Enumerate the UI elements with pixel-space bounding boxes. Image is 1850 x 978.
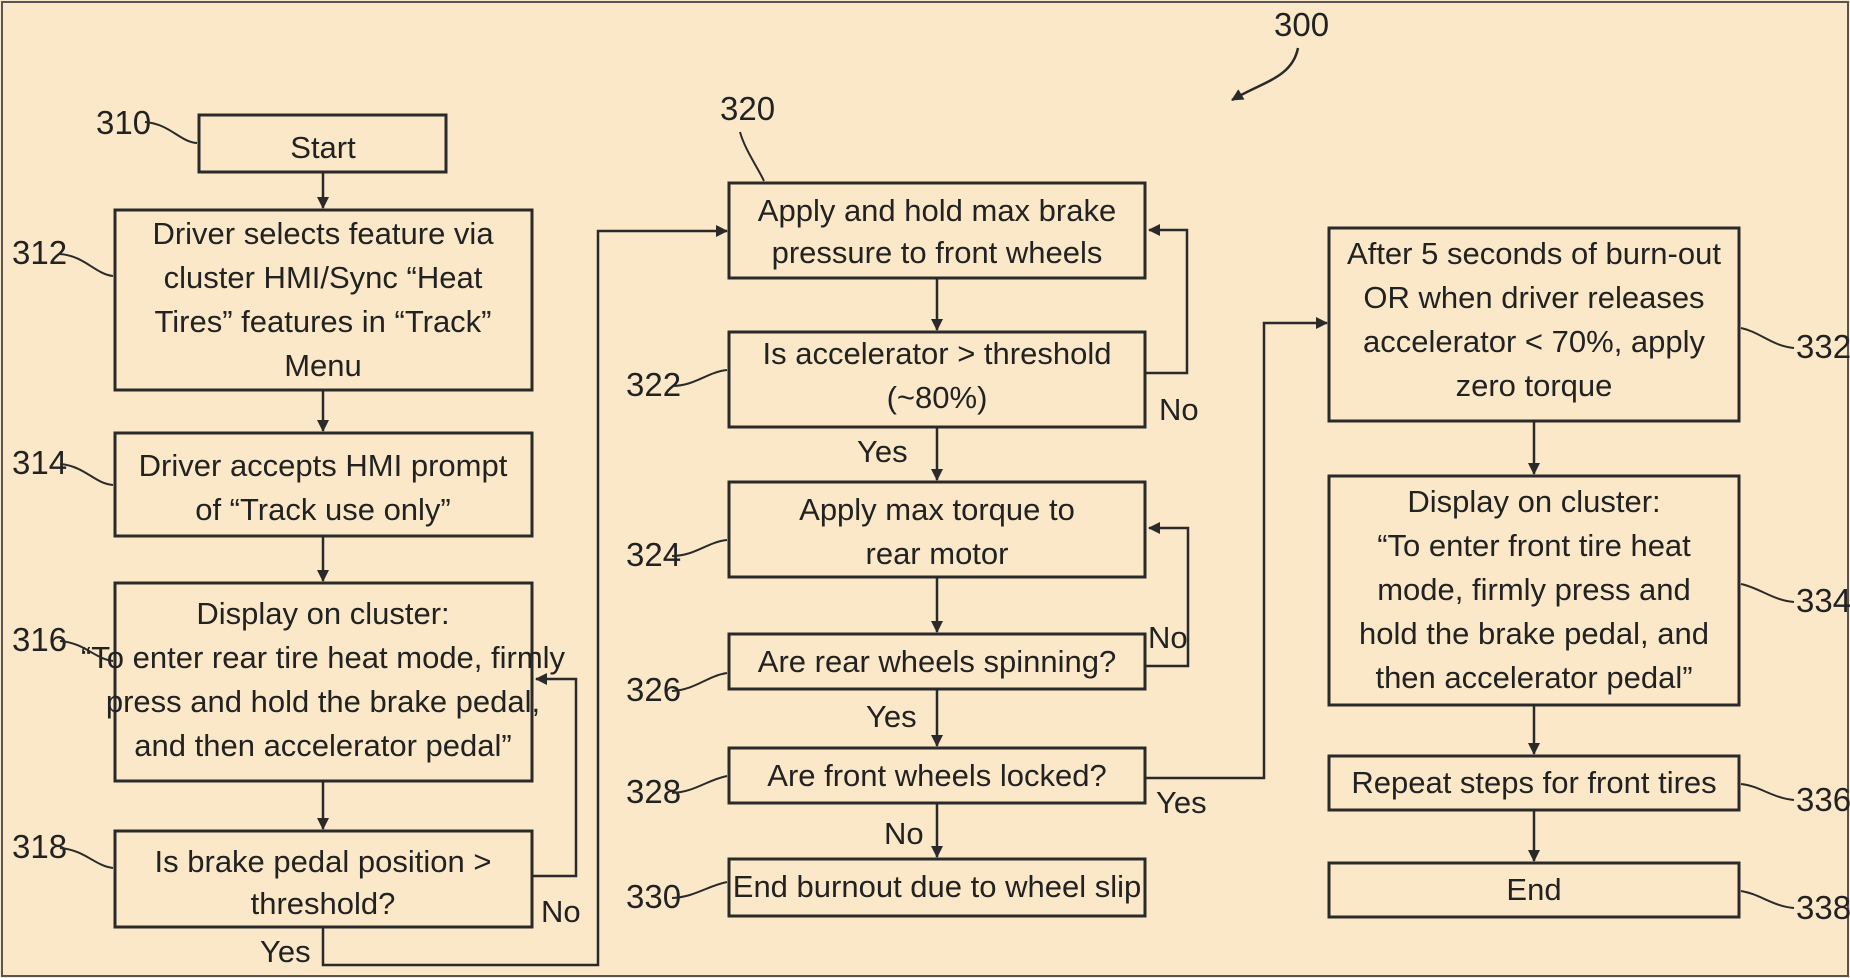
ref-324: 324 <box>626 536 681 573</box>
ref-316: 316 <box>12 621 67 658</box>
label-rear-spin-no: No <box>1148 620 1188 655</box>
leader-324 <box>671 539 728 557</box>
leader-318 <box>59 847 114 869</box>
ref-332: 332 <box>1796 328 1850 365</box>
after-5s-text-1: After 5 seconds of burn-out <box>1347 236 1721 271</box>
ref-318: 318 <box>12 828 67 865</box>
label-brake-yes: Yes <box>260 934 311 969</box>
leader-310 <box>144 121 198 144</box>
brake-question-text-1: Is brake pedal position > <box>155 844 492 879</box>
apply-brake-text-2: pressure to front wheels <box>772 235 1103 270</box>
apply-brake-text-1: Apply and hold max brake <box>758 193 1116 228</box>
leader-334 <box>1740 583 1795 603</box>
select-feature-text-1: Driver selects feature via <box>152 216 494 251</box>
rear-spin-question-text: Are rear wheels spinning? <box>758 644 1116 679</box>
label-rear-spin-yes: Yes <box>866 699 917 734</box>
end-box <box>1327 861 1741 919</box>
accelerator-question-text-1: Is accelerator > threshold <box>763 336 1112 371</box>
arrow-rear-spin-no-loop <box>1145 522 1190 668</box>
display-front-text-4: hold the brake pedal, and <box>1359 616 1709 651</box>
select-feature-text-2: cluster HMI/Sync “Heat <box>164 260 483 295</box>
display-rear-text-2: “To enter rear tire heat mode, firmly <box>81 640 566 675</box>
arrow-brake-no-loop <box>532 673 578 878</box>
max-torque-text-2: rear motor <box>866 536 1009 571</box>
ref-338: 338 <box>1796 889 1850 926</box>
ref-322: 322 <box>626 366 681 403</box>
leader-330 <box>671 881 728 899</box>
arrow-brake-yes-to-apply-brake <box>321 225 728 967</box>
label-front-lock-yes: Yes <box>1156 785 1207 820</box>
arrow-front-lock-yes-to-after-5s <box>1145 317 1328 780</box>
ref-336: 336 <box>1796 781 1850 818</box>
leader-326 <box>671 672 728 692</box>
ref-328: 328 <box>626 773 681 810</box>
leader-312 <box>59 253 114 277</box>
figure-number: 300 <box>1274 6 1329 43</box>
label-brake-no: No <box>541 894 581 929</box>
end-burnout-box <box>727 857 1147 918</box>
leader-328 <box>671 775 728 794</box>
arrow-accel-no-loop <box>1145 224 1189 375</box>
display-rear-text-1: Display on cluster: <box>196 596 449 631</box>
display-front-text-5: then accelerator pedal” <box>1375 660 1692 695</box>
select-feature-text-3: Tires” features in “Track” <box>154 304 491 339</box>
figure-pointer-arrow <box>1231 47 1300 102</box>
accelerator-question-text-2: (~80%) <box>887 380 988 415</box>
ref-330: 330 <box>626 878 681 915</box>
accept-prompt-text-2: of “Track use only” <box>195 492 451 527</box>
display-rear-text-4: and then accelerator pedal” <box>134 728 511 763</box>
ref-320: 320 <box>720 90 775 127</box>
leader-320 <box>739 131 765 182</box>
accept-prompt-text-1: Driver accepts HMI prompt <box>139 448 508 483</box>
ref-314: 314 <box>12 444 67 481</box>
after-5s-text-4: zero torque <box>1456 368 1613 403</box>
ref-310: 310 <box>96 104 151 141</box>
select-feature-text-4: Menu <box>284 348 362 383</box>
label-accel-no: No <box>1159 392 1199 427</box>
leader-338 <box>1740 890 1795 909</box>
start-text: Start <box>290 130 356 165</box>
end-text: End <box>1506 872 1561 907</box>
repeat-front-text: Repeat steps for front tires <box>1351 765 1716 800</box>
ref-312: 312 <box>12 234 67 271</box>
ref-334: 334 <box>1796 582 1850 619</box>
max-torque-text-1: Apply max torque to <box>799 492 1075 527</box>
leader-332 <box>1740 327 1795 349</box>
display-front-text-1: Display on cluster: <box>1407 484 1660 519</box>
leader-314 <box>59 463 114 486</box>
display-rear-text-3: press and hold the brake pedal, <box>106 684 540 719</box>
end-burnout-text: End burnout due to wheel slip <box>733 869 1141 904</box>
display-front-text-3: mode, firmly press and <box>1377 572 1691 607</box>
front-lock-question-text: Are front wheels locked? <box>767 758 1106 793</box>
label-front-lock-no: No <box>884 816 924 851</box>
after-5s-text-2: OR when driver releases <box>1363 280 1704 315</box>
leader-322 <box>671 369 728 387</box>
after-5s-text-3: accelerator < 70%, apply <box>1363 324 1706 359</box>
label-accel-yes: Yes <box>857 434 908 469</box>
leader-336 <box>1740 783 1795 801</box>
brake-question-text-2: threshold? <box>251 886 396 921</box>
ref-326: 326 <box>626 671 681 708</box>
leader-316 <box>59 640 114 662</box>
display-front-text-2: “To enter front tire heat <box>1377 528 1691 563</box>
